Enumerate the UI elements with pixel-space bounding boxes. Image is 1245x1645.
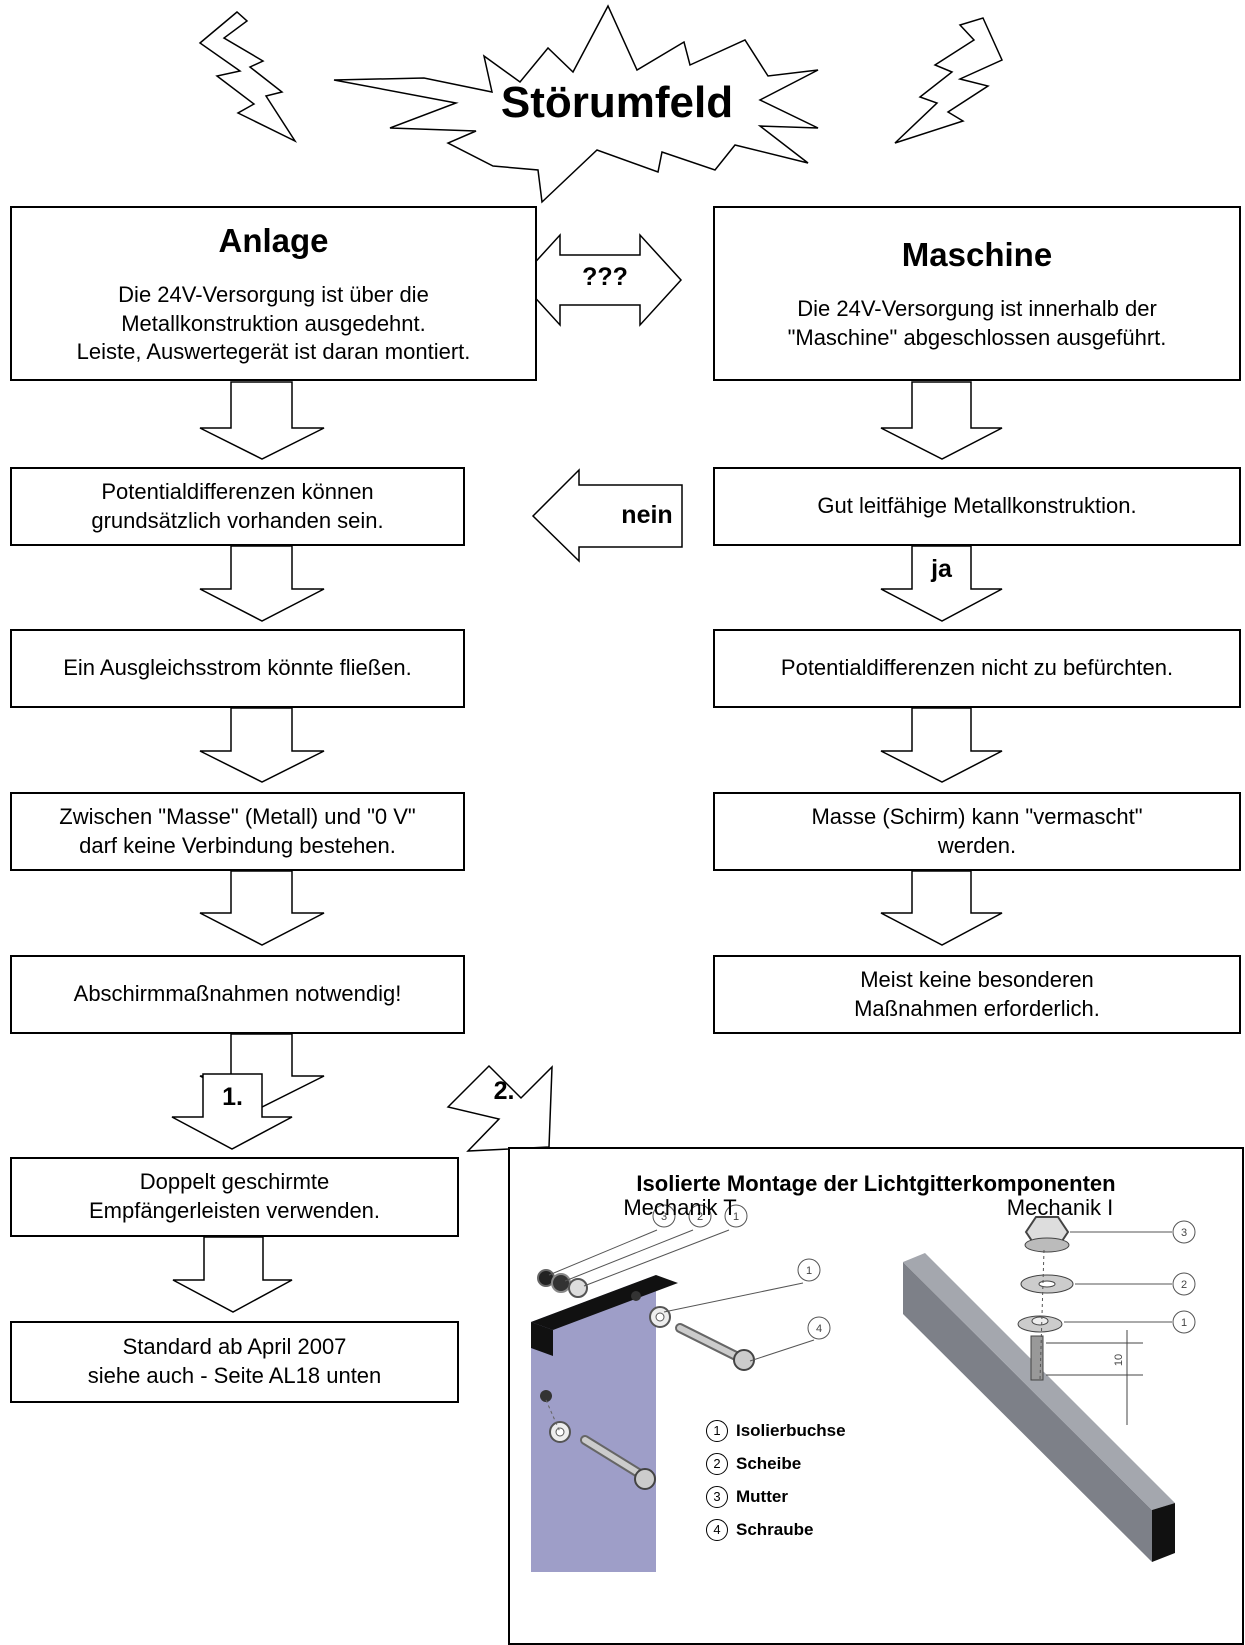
- zwischen-box: Zwischen "Masse" (Metall) und "0 V" darf…: [10, 792, 465, 871]
- ausgleich-box: Ein Ausgleichsstrom könnte fließen.: [10, 629, 465, 708]
- mechanik-i-drawing: 10 3 2 1: [903, 1216, 1196, 1562]
- mechanik-t-drawing: 3 2 1 1 4: [531, 1204, 831, 1572]
- maschine-title: Maschine: [901, 236, 1053, 274]
- doppelt-line-1: Doppelt geschirmte: [139, 1169, 330, 1195]
- anlage-line-3: Leiste, Auswertegerät ist daran montiert…: [76, 339, 471, 365]
- panel-title: Isolierte Montage der Lichtgitterkompone…: [636, 1171, 1116, 1196]
- potential-box: Potentialdifferenzen können grundsätzlic…: [10, 467, 465, 546]
- masse-box: Masse (Schirm) kann "vermascht" werden.: [713, 792, 1241, 871]
- anlage-title: Anlage: [218, 222, 329, 260]
- down-arrow: [880, 707, 1003, 783]
- legend-item: 4 Schraube: [706, 1513, 846, 1546]
- down-arrow: [172, 1236, 293, 1313]
- double-arrow-question: [517, 233, 683, 327]
- step-one-label: 1.: [222, 1083, 243, 1111]
- down-arrow-one: [171, 1073, 293, 1150]
- abschirm-box: Abschirmmaßnahmen notwendig!: [10, 955, 465, 1034]
- standard-line-2: siehe auch - Seite AL18 unten: [87, 1363, 382, 1388]
- page-title: Störumfeld: [500, 78, 734, 127]
- potential-line-1: Potentialdifferenzen können: [101, 478, 374, 504]
- legend-label: Scheibe: [736, 1453, 802, 1473]
- anlage-line-1: Die 24V-Versorgung ist über die: [118, 282, 429, 308]
- ja-label: ja: [931, 555, 952, 583]
- star-burst: [333, 4, 819, 204]
- standard-box: Standard ab April 2007 siehe auch - Seit…: [10, 1321, 459, 1403]
- down-arrow: [199, 545, 325, 622]
- abschirm-line-1: Abschirmmaßnahmen notwendig!: [73, 981, 402, 1007]
- callout-i-2: 2: [1181, 1279, 1187, 1291]
- dimension-label: 10: [1113, 1354, 1125, 1366]
- question-label: ???: [582, 263, 628, 291]
- meist-line-1: Meist keine besonderen: [860, 966, 1094, 992]
- callout-t-4: 4: [816, 1323, 822, 1335]
- nein-label: nein: [621, 501, 673, 529]
- callout-i-1: 1: [1181, 1317, 1187, 1329]
- down-arrow: [199, 870, 325, 946]
- left-arrow-nein: [531, 468, 683, 563]
- legend-item: 1 Isolierbuchse: [706, 1414, 846, 1447]
- parts-legend: 1 Isolierbuchse 2 Scheibe 3 Mutter 4 Sch…: [706, 1414, 846, 1546]
- legend-label: Isolierbuchse: [736, 1420, 846, 1440]
- down-arrow: [199, 381, 325, 460]
- callout-t-1: 1: [733, 1211, 739, 1223]
- maschine-line-1: Die 24V-Versorgung ist innerhalb der: [797, 296, 1157, 322]
- down-arrow: [880, 381, 1003, 460]
- doppelt-line-2: Empfängerleisten verwenden.: [88, 1198, 381, 1223]
- gut-box: Gut leitfähige Metallkonstruktion.: [713, 467, 1241, 546]
- maschine-box: Maschine Die 24V-Versorgung ist innerhal…: [713, 206, 1241, 381]
- anlage-line-2: Metallkonstruktion ausgedehnt.: [121, 310, 426, 336]
- step-two-label: 2.: [493, 1077, 515, 1105]
- mechanik-i-label: Mechanik I: [1006, 1195, 1114, 1220]
- gut-line-1: Gut leitfähige Metallkonstruktion.: [817, 493, 1137, 519]
- legend-item: 2 Scheibe: [706, 1447, 846, 1480]
- mechanik-t-label: Mechanik T: [623, 1195, 737, 1220]
- legend-num: 2: [706, 1452, 728, 1475]
- lightning-right-icon: [894, 17, 1003, 144]
- doppelt-box: Doppelt geschirmte Empfängerleisten verw…: [10, 1157, 459, 1237]
- legend-item: 3 Mutter: [706, 1480, 846, 1513]
- down-arrows-right: [880, 381, 1003, 946]
- callout-t-3: 3: [661, 1211, 667, 1223]
- masse-line-2: werden.: [937, 832, 1017, 858]
- standard-line-1: Standard ab April 2007: [122, 1334, 347, 1360]
- meist-box: Meist keine besonderen Maßnahmen erforde…: [713, 955, 1241, 1034]
- nicht-line-1: Potentialdifferenzen nicht zu befürchten…: [780, 655, 1174, 681]
- legend-label: Schraube: [736, 1519, 814, 1539]
- callout-i-3: 3: [1181, 1227, 1187, 1239]
- anlage-box: Anlage Die 24V-Versorgung ist über die M…: [10, 206, 537, 381]
- lightning-left-icon: [198, 11, 298, 143]
- legend-num: 1: [706, 1419, 728, 1442]
- zwischen-line-1: Zwischen "Masse" (Metall) und "0 V": [59, 803, 416, 829]
- potential-line-2: grundsätzlich vorhanden sein.: [91, 507, 384, 533]
- zwischen-line-2: darf keine Verbindung bestehen.: [79, 832, 396, 858]
- diagonal-arrow-two: [446, 1064, 553, 1152]
- down-arrows-left: [171, 381, 325, 1313]
- legend-num: 3: [706, 1485, 728, 1508]
- nicht-box: Potentialdifferenzen nicht zu befürchten…: [713, 629, 1241, 708]
- down-arrow-ja: [880, 545, 1003, 622]
- legend-num: 4: [706, 1518, 728, 1541]
- ausgleich-line-1: Ein Ausgleichsstrom könnte fließen.: [63, 655, 412, 681]
- down-arrow: [880, 870, 1003, 946]
- meist-line-2: Maßnahmen erforderlich.: [854, 995, 1100, 1021]
- callout-t-2: 2: [697, 1211, 703, 1223]
- maschine-line-2: "Maschine" abgeschlossen ausgeführt.: [787, 324, 1167, 350]
- callout-t-1b: 1: [806, 1265, 812, 1277]
- masse-line-1: Masse (Schirm) kann "vermascht": [811, 803, 1143, 829]
- down-arrow: [199, 707, 325, 783]
- legend-label: Mutter: [736, 1486, 788, 1506]
